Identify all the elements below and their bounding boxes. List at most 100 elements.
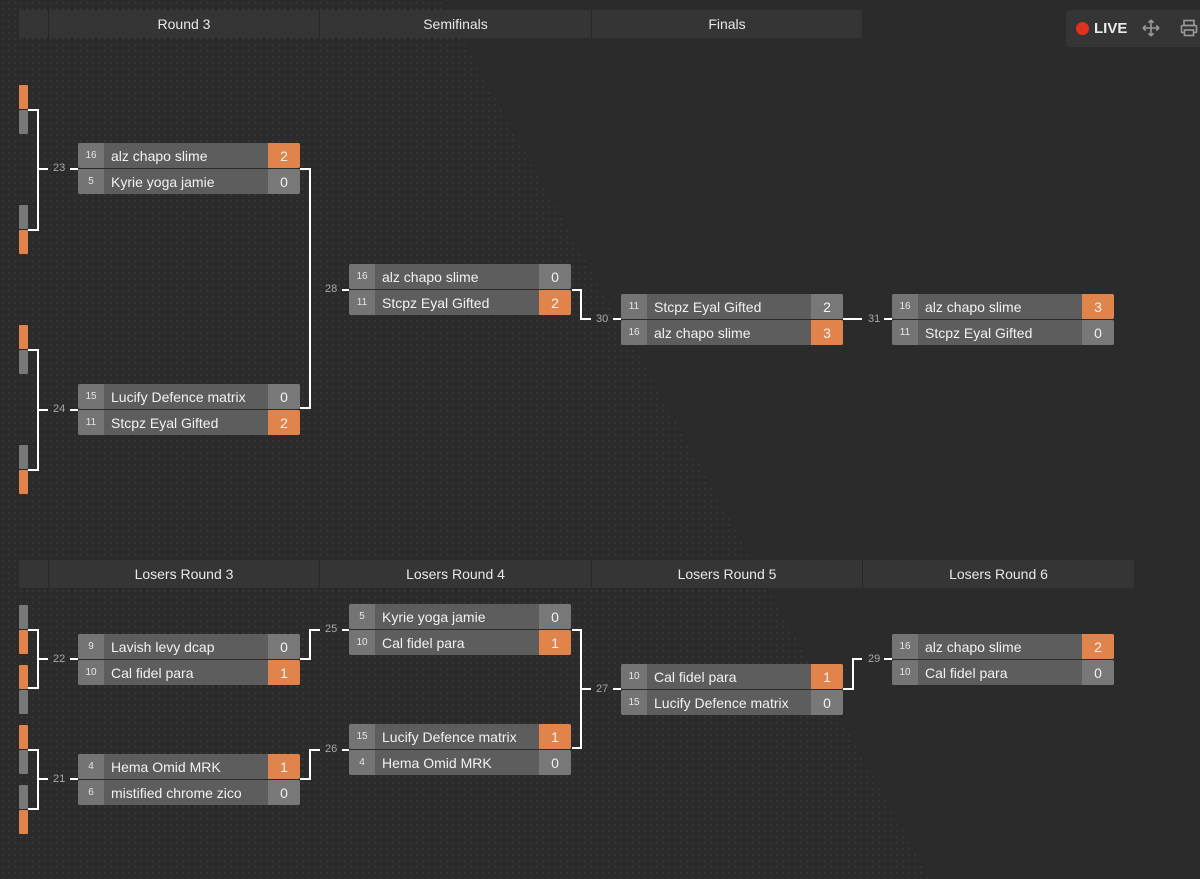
match-23[interactable]: 16 alz chapo slime 2 5 Kyrie yoga jamie … xyxy=(78,143,300,195)
player-row[interactable]: 10 Cal fidel para 1 xyxy=(621,664,843,689)
seed: 4 xyxy=(349,750,375,775)
match-29[interactable]: 16 alz chapo slime 2 10 Cal fidel para 0 xyxy=(892,634,1114,686)
score: 0 xyxy=(811,690,843,715)
score: 3 xyxy=(1082,294,1114,319)
player-name: Cal fidel para xyxy=(654,668,737,685)
player-row[interactable]: 11 Stcpz Eyal Gifted 0 xyxy=(892,320,1114,345)
feeder-stub xyxy=(19,470,28,494)
player-row[interactable]: 16 alz chapo slime 3 xyxy=(621,320,843,345)
player-row[interactable]: 5 Kyrie yoga jamie 0 xyxy=(78,169,300,194)
player-row[interactable]: 16 alz chapo slime 2 xyxy=(892,634,1114,659)
header-losers-round-5: Losers Round 5 xyxy=(591,560,862,588)
seed: 6 xyxy=(78,780,104,805)
player-name: Kyrie yoga jamie xyxy=(382,608,486,625)
score: 0 xyxy=(539,604,571,629)
player-name: Cal fidel para xyxy=(382,634,465,651)
player-row[interactable]: 4 Hema Omid MRK 1 xyxy=(78,754,300,779)
player-name: Cal fidel para xyxy=(925,664,1008,681)
score: 0 xyxy=(539,750,571,775)
header-losers-round-4: Losers Round 4 xyxy=(319,560,591,588)
header-round-3: Round 3 xyxy=(48,10,319,38)
header-losers-round-3: Losers Round 3 xyxy=(48,560,319,588)
feeder-stub xyxy=(19,665,28,689)
player-name: Hema Omid MRK xyxy=(382,754,492,771)
seed: 5 xyxy=(78,169,104,194)
match-26[interactable]: 15 Lucify Defence matrix 1 4 Hema Omid M… xyxy=(349,724,571,776)
player-name: alz chapo slime xyxy=(382,268,479,285)
score: 1 xyxy=(268,754,300,779)
move-icon[interactable] xyxy=(1142,19,1160,37)
match-number: 28 xyxy=(325,283,338,295)
match-21[interactable]: 4 Hema Omid MRK 1 6 mistified chrome zic… xyxy=(78,754,300,806)
seed: 10 xyxy=(349,630,375,655)
player-name: alz chapo slime xyxy=(925,638,1022,655)
score: 1 xyxy=(539,724,571,749)
player-row[interactable]: 15 Lucify Defence matrix 1 xyxy=(349,724,571,749)
seed: 4 xyxy=(78,754,104,779)
seed: 10 xyxy=(78,660,104,685)
match-22[interactable]: 9 Lavish levy dcap 0 10 Cal fidel para 1 xyxy=(78,634,300,686)
match-24[interactable]: 15 Lucify Defence matrix 0 11 Stcpz Eyal… xyxy=(78,384,300,436)
match-number: 21 xyxy=(53,773,66,785)
player-row[interactable]: 15 Lucify Defence matrix 0 xyxy=(78,384,300,409)
feeder-stub xyxy=(19,350,28,374)
header-spacer-losers xyxy=(19,560,48,588)
match-31[interactable]: 16 alz chapo slime 3 11 Stcpz Eyal Gifte… xyxy=(892,294,1114,346)
player-row[interactable]: 11 Stcpz Eyal Gifted 2 xyxy=(349,290,571,315)
score: 0 xyxy=(268,634,300,659)
live-dot-icon xyxy=(1076,22,1089,35)
feeder-stub xyxy=(19,785,28,809)
score: 0 xyxy=(268,780,300,805)
match-28[interactable]: 16 alz chapo slime 0 11 Stcpz Eyal Gifte… xyxy=(349,264,571,316)
seed: 16 xyxy=(892,294,918,319)
player-row[interactable]: 11 Stcpz Eyal Gifted 2 xyxy=(78,410,300,435)
match-number: 24 xyxy=(53,403,66,415)
player-name: Cal fidel para xyxy=(111,664,194,681)
score: 2 xyxy=(268,410,300,435)
seed: 15 xyxy=(349,724,375,749)
player-name: alz chapo slime xyxy=(654,324,751,341)
match-number: 26 xyxy=(325,743,338,755)
player-name: Lucify Defence matrix xyxy=(654,694,789,711)
player-row[interactable]: 5 Kyrie yoga jamie 0 xyxy=(349,604,571,629)
player-row[interactable]: 16 alz chapo slime 2 xyxy=(78,143,300,168)
player-row[interactable]: 10 Cal fidel para 1 xyxy=(78,660,300,685)
player-row[interactable]: 15 Lucify Defence matrix 0 xyxy=(621,690,843,715)
score: 1 xyxy=(539,630,571,655)
player-name: alz chapo slime xyxy=(111,147,208,164)
score: 2 xyxy=(1082,634,1114,659)
match-30[interactable]: 11 Stcpz Eyal Gifted 2 16 alz chapo slim… xyxy=(621,294,843,346)
toolbar: LIVE xyxy=(1066,10,1200,47)
feeder-stub xyxy=(19,445,28,469)
feeder-stub xyxy=(19,110,28,134)
seed: 5 xyxy=(349,604,375,629)
printer-icon[interactable] xyxy=(1180,19,1198,37)
player-row[interactable]: 10 Cal fidel para 1 xyxy=(349,630,571,655)
match-27[interactable]: 10 Cal fidel para 1 15 Lucify Defence ma… xyxy=(621,664,843,716)
seed: 16 xyxy=(621,320,647,345)
feeder-stub xyxy=(19,750,28,774)
match-number: 30 xyxy=(596,313,609,325)
live-indicator[interactable]: LIVE xyxy=(1094,20,1128,37)
player-row[interactable]: 11 Stcpz Eyal Gifted 2 xyxy=(621,294,843,319)
match-25[interactable]: 5 Kyrie yoga jamie 0 10 Cal fidel para 1 xyxy=(349,604,571,656)
match-number: 31 xyxy=(868,313,881,325)
match-number: 23 xyxy=(53,162,66,174)
player-row[interactable]: 4 Hema Omid MRK 0 xyxy=(349,750,571,775)
feeder-stub xyxy=(19,630,28,654)
player-row[interactable]: 16 alz chapo slime 0 xyxy=(349,264,571,289)
feeder-stub xyxy=(19,690,28,714)
player-row[interactable]: 16 alz chapo slime 3 xyxy=(892,294,1114,319)
header-semifinals: Semifinals xyxy=(319,10,591,38)
player-row[interactable]: 6 mistified chrome zico 0 xyxy=(78,780,300,805)
feeder-stub xyxy=(19,205,28,229)
player-name: Lavish levy dcap xyxy=(111,638,215,655)
score: 0 xyxy=(1082,660,1114,685)
player-name: Lucify Defence matrix xyxy=(111,388,246,405)
player-row[interactable]: 10 Cal fidel para 0 xyxy=(892,660,1114,685)
header-finals: Finals xyxy=(591,10,862,38)
score: 2 xyxy=(268,143,300,168)
feeder-stub xyxy=(19,230,28,254)
player-row[interactable]: 9 Lavish levy dcap 0 xyxy=(78,634,300,659)
seed: 10 xyxy=(621,664,647,689)
